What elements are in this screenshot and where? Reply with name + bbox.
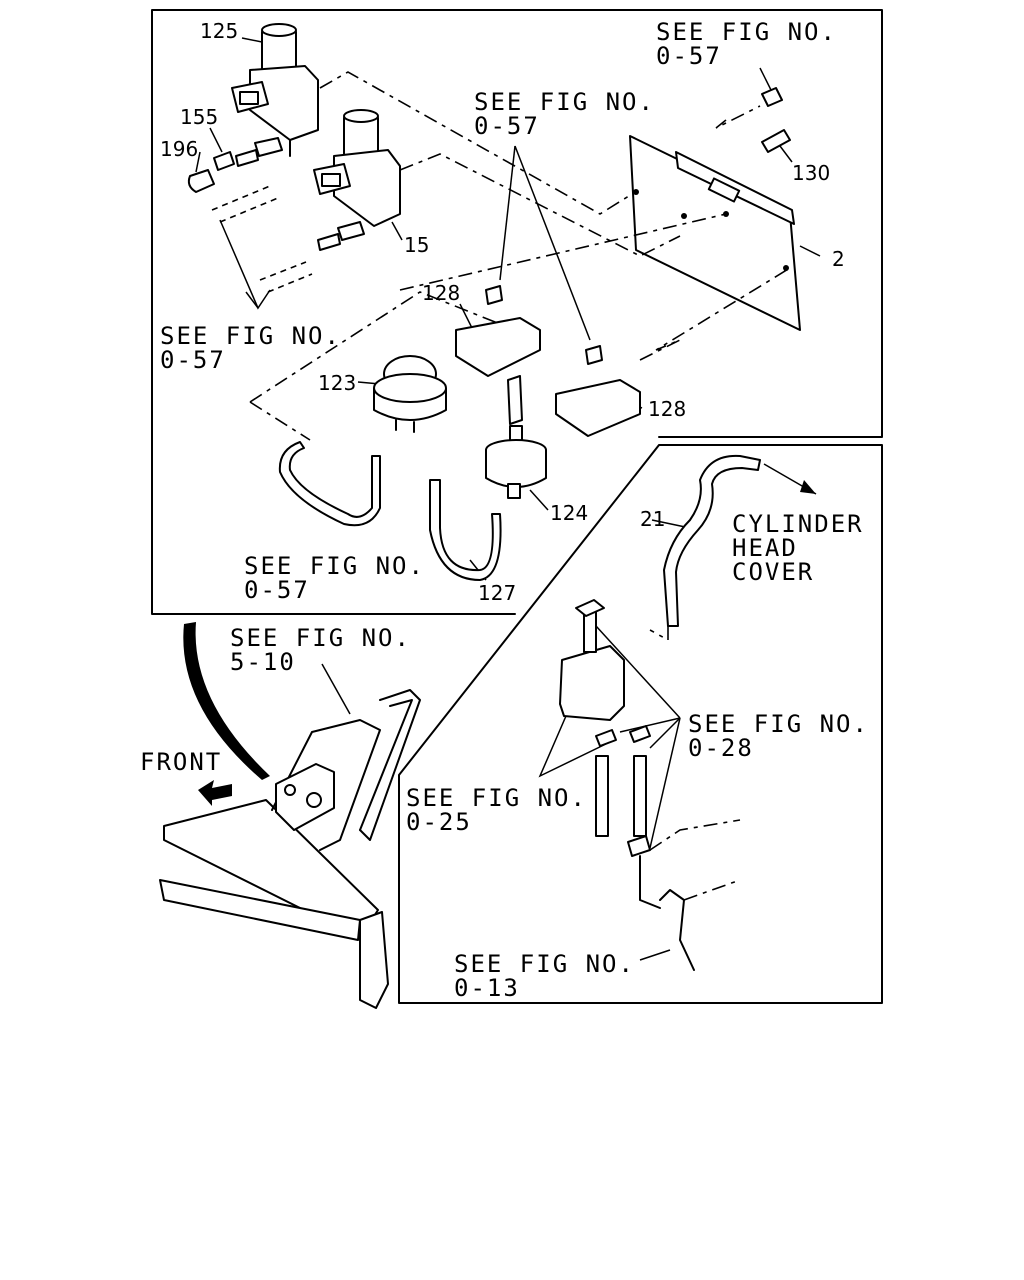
front-arrow [198,780,232,806]
vacuum-valve-125 [231,23,319,167]
see-fig-ref-7-line1: SEE FIG NO. [406,784,587,812]
part-130: 130 [792,161,830,185]
see-fig-ref-3-line2: 0-57 [160,346,226,374]
part-196: 196 [160,137,198,161]
part-123: 123 [318,371,356,395]
see-fig-ref-6-line1: SEE FIG NO. [688,710,869,738]
canister [559,599,661,909]
part-128-a: 128 [422,281,460,305]
part-21: 21 [640,507,665,531]
clip-128-b [555,345,641,437]
see-fig-ref-7-line2: 0-25 [406,808,472,836]
part-15: 15 [404,233,429,257]
destination-line2: HEAD [732,534,798,562]
see-fig-ref-4-line1: SEE FIG NO. [244,552,425,580]
hose-21 [649,454,817,642]
destination-line1: CYLINDER [732,510,864,538]
see-fig-ref-8-line1: SEE FIG NO. [454,950,635,978]
leaders-lower [538,625,681,961]
upper-frame [151,9,883,615]
cap-196 [187,169,215,193]
part-127: 127 [478,581,516,605]
destination-line3: COVER [732,558,814,586]
part-numbers: 125 155 196 15 130 2 128 128 123 124 127… [160,19,845,605]
part-128-b: 128 [648,397,686,421]
see-fig-ref-3-line1: SEE FIG NO. [160,322,341,350]
reference-labels: SEE FIG NO. 0-57 SEE FIG NO. 0-57 SEE FI… [140,18,869,1002]
bolt-130 [761,87,791,153]
see-fig-ref-2-line1: SEE FIG NO. [474,88,655,116]
front-label: FRONT [140,748,222,776]
lower-right-frame [398,444,883,1004]
vacuum-valve-15 [313,109,401,251]
part-155: 155 [180,105,218,129]
engine-outline [649,819,741,971]
see-fig-ref-8-line2: 0-13 [454,974,520,1002]
part-125: 125 [200,19,238,43]
see-fig-ref-1-line1: SEE FIG NO. [656,18,837,46]
fitting-155 [213,151,235,171]
see-fig-ref-6-line2: 0-28 [688,734,754,762]
bracket-plate-2 [629,135,801,331]
assembly-lines [249,71,791,441]
see-fig-ref-2-line2: 0-57 [474,112,540,140]
part-124: 124 [550,501,588,525]
chassis-frame [159,689,421,1009]
see-fig-ref-5-line1: SEE FIG NO. [230,624,411,652]
clip-128-a [455,285,541,377]
vacuum-tank-124 [485,375,547,499]
part-2: 2 [832,247,845,271]
see-fig-ref-4-line2: 0-57 [244,576,310,604]
mount-leaders [183,622,351,780]
hose-127 [278,441,502,581]
see-fig-ref-5-line2: 5-10 [230,648,296,676]
see-fig-ref-1-line2: 0-57 [656,42,722,70]
vacuum-tank-123 [373,355,447,433]
